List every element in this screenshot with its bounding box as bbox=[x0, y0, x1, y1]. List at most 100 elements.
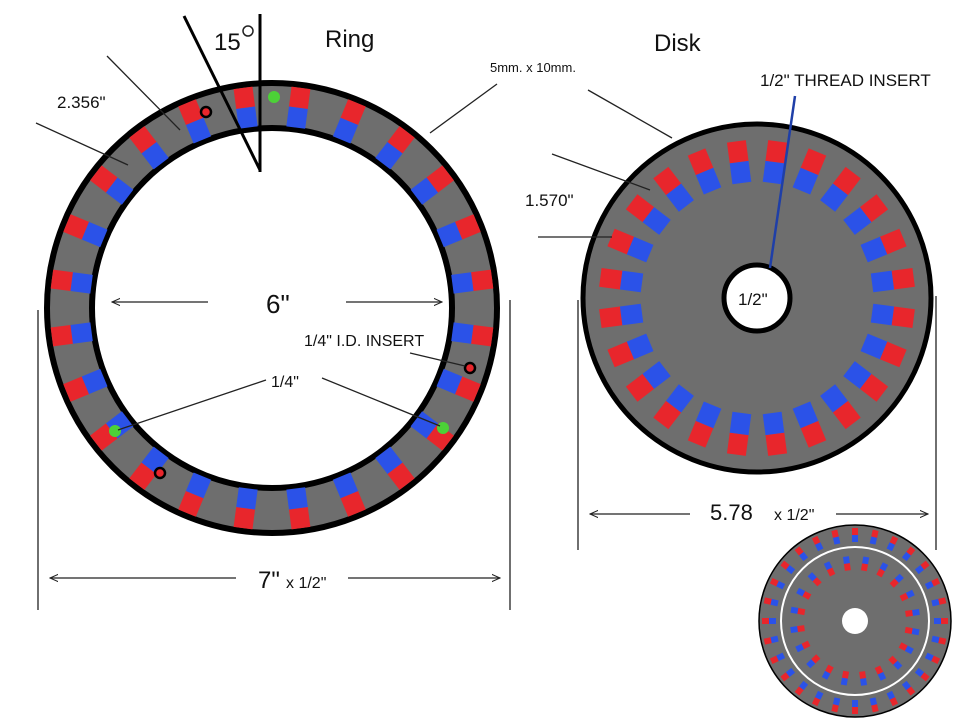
disk-magnet bbox=[870, 267, 915, 293]
green-dot bbox=[268, 91, 280, 103]
magnet-size-leader-disk bbox=[587, 89, 673, 139]
ring-magnet bbox=[286, 86, 311, 129]
ring-magnet bbox=[129, 446, 169, 490]
ring-outer-dim-value: 7" bbox=[258, 567, 280, 594]
disk-radius-leader-top bbox=[551, 153, 651, 191]
mini-outer-magnet bbox=[794, 546, 809, 562]
mini-outer-magnet bbox=[852, 528, 858, 542]
ring-magnet bbox=[63, 368, 108, 402]
mini-outer-magnet bbox=[924, 652, 941, 665]
insert-note-leader bbox=[409, 352, 466, 367]
disk-assembly: 1/2" Disk 1/2" THREAD INSERT 1.570" 5.78… bbox=[525, 30, 937, 550]
green-dot bbox=[109, 425, 121, 437]
mini-inner-magnet bbox=[904, 626, 920, 636]
disk-center-hole bbox=[721, 262, 793, 334]
mini-outer-magnet bbox=[762, 618, 776, 624]
disk-magnet bbox=[792, 401, 827, 448]
magnet-size-leader-ring bbox=[429, 83, 498, 134]
ring-magnet bbox=[436, 214, 481, 248]
mini-inner-magnet bbox=[796, 587, 812, 600]
ring-magnet bbox=[233, 86, 258, 129]
mini-outer-magnet bbox=[914, 560, 930, 575]
mini-outer-magnet bbox=[794, 680, 809, 696]
disk-magnet bbox=[599, 303, 644, 329]
thread-insert-leader bbox=[768, 95, 797, 269]
mini-outer-magnet bbox=[931, 635, 947, 645]
mini-outer-magnet bbox=[924, 577, 941, 590]
ring-magnet bbox=[375, 126, 415, 170]
mini-inner-magnet bbox=[790, 625, 805, 634]
mini-outer-magnet bbox=[831, 697, 841, 713]
mini-inner-magnet bbox=[874, 665, 887, 681]
insert-note-label: 1/4" I.D. INSERT bbox=[304, 333, 424, 350]
mini-disk-divider-ring bbox=[780, 546, 930, 696]
ring-magnet bbox=[178, 99, 212, 144]
mini-disk-magnets bbox=[762, 528, 948, 714]
disk-magnet bbox=[687, 148, 722, 195]
mini-inner-magnet bbox=[842, 556, 851, 571]
disk-title: Disk bbox=[654, 30, 702, 57]
ring-magnets bbox=[50, 86, 494, 530]
mini-inner-magnet bbox=[898, 642, 914, 655]
mini-inner-magnet bbox=[807, 572, 822, 587]
disk-magnet bbox=[762, 411, 788, 456]
disk-magnet bbox=[599, 267, 644, 293]
disk-magnet bbox=[762, 140, 788, 185]
mini-outer-magnet bbox=[852, 700, 858, 714]
ring-magnet bbox=[332, 472, 366, 517]
mini-outer-magnet bbox=[780, 667, 796, 682]
disk-magnet bbox=[653, 166, 694, 212]
ring-magnet bbox=[410, 411, 454, 451]
disk-magnets bbox=[599, 140, 915, 456]
mini-outer-magnet bbox=[769, 577, 786, 590]
ring-magnet bbox=[286, 487, 311, 530]
mini-outer-magnet bbox=[869, 697, 879, 713]
mini-outer-magnet bbox=[831, 529, 841, 545]
disk-magnet bbox=[820, 384, 861, 430]
mini-inner-magnet bbox=[905, 608, 920, 617]
mini-outer-magnet bbox=[886, 690, 899, 707]
mini-inner-magnet bbox=[859, 671, 868, 686]
mini-outer-magnet bbox=[901, 546, 916, 562]
ring-radius-leader-side bbox=[35, 122, 129, 166]
mini-inner-magnet bbox=[888, 655, 903, 670]
mini-outer-magnet bbox=[811, 535, 824, 552]
ring-magnet-radius-label: 2.356" bbox=[57, 93, 106, 112]
mini-outer-magnet bbox=[763, 635, 779, 645]
disk-magnet bbox=[843, 361, 889, 402]
ring-magnet bbox=[90, 165, 134, 205]
ring-magnet bbox=[233, 487, 258, 530]
thread-insert-label: 1/2" THREAD INSERT bbox=[760, 71, 931, 90]
degree-symbol bbox=[242, 25, 254, 37]
mini-outer-magnet bbox=[780, 560, 796, 575]
mini-inner-magnet bbox=[840, 670, 850, 686]
mini-outer-magnet bbox=[769, 652, 786, 665]
insert-hole-dot bbox=[153, 466, 167, 480]
disk-magnet bbox=[843, 194, 889, 235]
disk-magnet bbox=[860, 333, 907, 368]
disk-magnet bbox=[860, 228, 907, 263]
quarter-leader-right bbox=[321, 377, 441, 427]
mini-inner-magnet bbox=[860, 556, 870, 572]
disk-magnet bbox=[820, 166, 861, 212]
mini-outer-magnet bbox=[886, 535, 899, 552]
disk-magnet bbox=[726, 140, 752, 185]
ring-magnet bbox=[50, 269, 93, 294]
mini-inner-magnet bbox=[889, 573, 904, 588]
ring-assembly: 15 Ring 5mm. x 10mm. 2.356" 6" 1/4" I.D.… bbox=[35, 14, 576, 610]
ring-magnet bbox=[178, 472, 212, 517]
mini-disk-assembly bbox=[758, 524, 952, 718]
mini-outer-magnet bbox=[763, 597, 779, 607]
disk-magnet bbox=[687, 401, 722, 448]
disk-magnet bbox=[726, 411, 752, 456]
quarter-label: 1/4" bbox=[271, 374, 299, 391]
insert-hole-dot bbox=[463, 361, 477, 375]
mini-inner-magnet bbox=[806, 654, 821, 669]
disk-magnet bbox=[792, 148, 827, 195]
mini-outer-magnet bbox=[869, 529, 879, 545]
angle-line-slanted bbox=[182, 15, 262, 171]
disk-thickness-label: x 1/2" bbox=[774, 507, 814, 524]
disk-magnet bbox=[625, 194, 671, 235]
disk-magnet bbox=[625, 361, 671, 402]
